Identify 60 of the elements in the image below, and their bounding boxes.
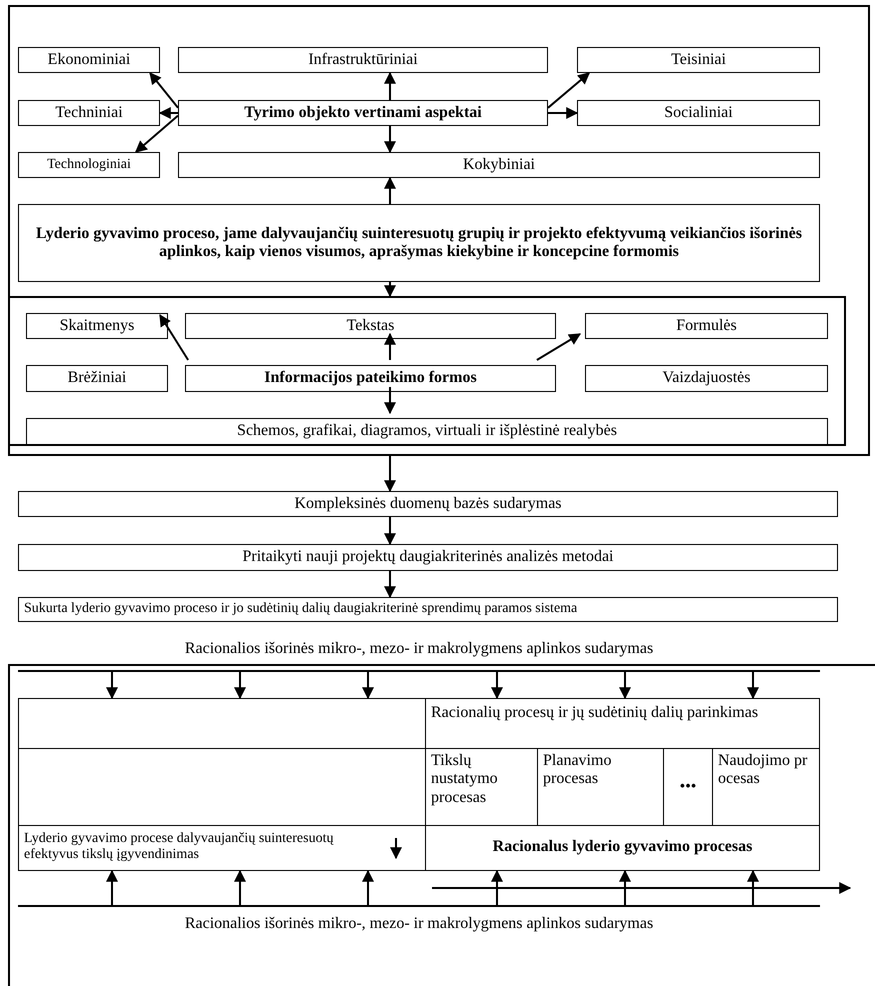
table-cell [18,698,426,749]
arrow [384,176,396,204]
arrow [491,672,503,700]
arrow [384,72,396,100]
arrow [384,387,396,414]
arrow [159,314,189,361]
arrow [547,72,590,109]
footer-text: Racionalios išorinės mikro-, mezo- ir makrolygmens aplinkos sudarymas [18,905,820,933]
process-box: Informacijos pateikimo formos [185,365,556,392]
arrow [384,126,396,154]
process-box: Tyrimo objekto vertinami aspektai [178,100,548,126]
process-box: Racionalių procesų ir jų sudėtinių dalių parinkimas [425,698,820,749]
arrow [362,672,374,700]
process-box: Pritaikyti nauji projektų daugiakriterinės analizės metodai [18,544,838,571]
frame [8,296,846,446]
process-box: Planavimo procesas [537,748,664,826]
arrow [491,870,503,905]
frame [8,5,870,456]
process-box: Kokybiniai [178,152,820,178]
arrow [362,870,374,905]
heading-text: Racionalios išorinės mikro-, mezo- ir makrolygmens aplinkos sudarymas [18,640,820,672]
process-box: Socialiniai [577,100,820,126]
process-box: Ekonominiai [18,47,160,73]
arrow [134,114,179,153]
arrow [158,107,178,119]
process-box: Lyderio gyvavimo procese dalyvaujančių suinteresuotų efektyvus tikslų įgyvendinimas [18,825,426,871]
arrow [619,672,631,700]
process-box: Sukurta lyderio gyvavimo proceso ir jo sudėtinių dalių daugiakriterinė sprendimų paramos sistema [18,597,838,622]
process-box: Teisiniai [577,47,820,73]
arrow [234,870,246,905]
arrow [548,107,578,119]
arrow [384,282,396,298]
arrow [384,332,396,360]
process-box: ••• [663,748,713,826]
arrow [106,870,118,905]
arrow [619,870,631,905]
arrow [384,456,396,492]
process-box: Infrastruktūriniai [178,47,548,73]
process-box: Vaizdajuostės [585,365,828,392]
arrow [384,517,396,546]
process-box: Techniniai [18,100,160,126]
arrow [747,672,759,700]
arrow [106,672,118,700]
process-box: Lyderio gyvavimo proceso, jame dalyvaujančių suinteresuotų grupių ir projekto efektyvumą veikiančios išorinės aplinkos, kaip vienos visumos, aprašymas kiekybine ir koncepcine formomis [18,204,820,282]
arrow [234,672,246,700]
process-box: Tikslų nustatymo procesas [425,748,538,826]
process-box: Brėžiniai [26,365,168,392]
process-box: Skaitmenys [26,313,168,339]
process-box: Schemos, grafikai, diagramos, virtuali ir išplėstinė realybės [26,418,828,445]
process-box: Racionalus lyderio gyvavimo procesas [425,825,820,871]
process-box: Tekstas [185,313,556,339]
arrow [536,333,581,361]
process-box: Technologiniai [18,152,160,178]
arrow [149,72,179,108]
process-box: Naudojimo procesas [712,748,820,826]
arrow [384,571,396,598]
process-box: Formulės [585,313,828,339]
process-box: Kompleksinės duomenų bazės sudarymas [18,491,838,517]
frame [8,664,875,986]
arrow [747,870,759,905]
